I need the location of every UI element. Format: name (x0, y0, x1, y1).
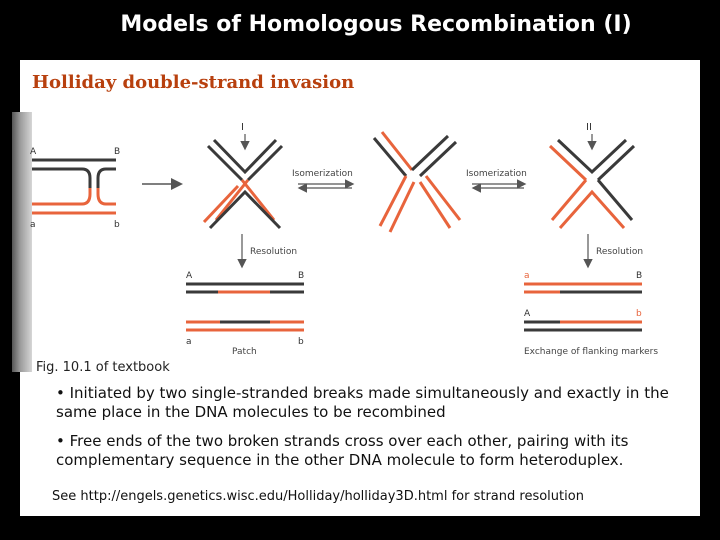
isomerization-label-1: Isomerization (292, 169, 353, 179)
label-b-patch: b (298, 337, 304, 347)
label-A-patch: A (186, 271, 193, 281)
label-b-exchange: b (636, 309, 642, 319)
resolution-label-1: Resolution (250, 247, 297, 257)
label-B-left: B (114, 147, 120, 157)
scan-edge-shadow (12, 112, 32, 372)
exchange-label: Exchange of flanking markers (524, 347, 658, 357)
resolution-label-2: Resolution (596, 247, 643, 257)
label-a-left: a (30, 220, 36, 230)
holliday-junction-I: I (202, 122, 284, 230)
bullet-item: • Initiated by two single-stranded break… (56, 384, 669, 421)
label-I: I (241, 122, 244, 133)
label-B-exchange: B (636, 271, 642, 281)
open-junction (372, 131, 462, 233)
content-panel: Holliday double-strand invasion A B a b … (12, 60, 700, 516)
label-B-patch: B (298, 271, 304, 281)
label-b-left: b (114, 220, 120, 230)
label-a-exchange: a (524, 271, 530, 281)
footer-note: See http://engels.genetics.wisc.edu/Holl… (52, 489, 584, 504)
slide-title: Models of Homologous Recombination (I) (120, 12, 632, 37)
label-A-left: A (30, 147, 37, 157)
isomerization-label-2: Isomerization (466, 169, 527, 179)
patch-products: A B a b Patch (186, 271, 304, 357)
initial-duplexes: A B a b (30, 147, 120, 230)
figure-caption: Fig. 10.1 of textbook (36, 360, 170, 375)
slide-subtitle: Holliday double-strand invasion (32, 72, 355, 93)
label-II: II (586, 122, 592, 133)
patch-label: Patch (232, 347, 257, 357)
label-a-patch: a (186, 337, 192, 347)
holliday-diagram: A B a b I Isomerization (30, 122, 658, 357)
bullet-item: • Free ends of the two broken strands cr… (56, 432, 629, 469)
label-A-exchange: A (524, 309, 531, 319)
exchange-products: a B A b Exchange of flanking markers (524, 271, 658, 357)
holliday-junction-II: II (548, 122, 636, 229)
